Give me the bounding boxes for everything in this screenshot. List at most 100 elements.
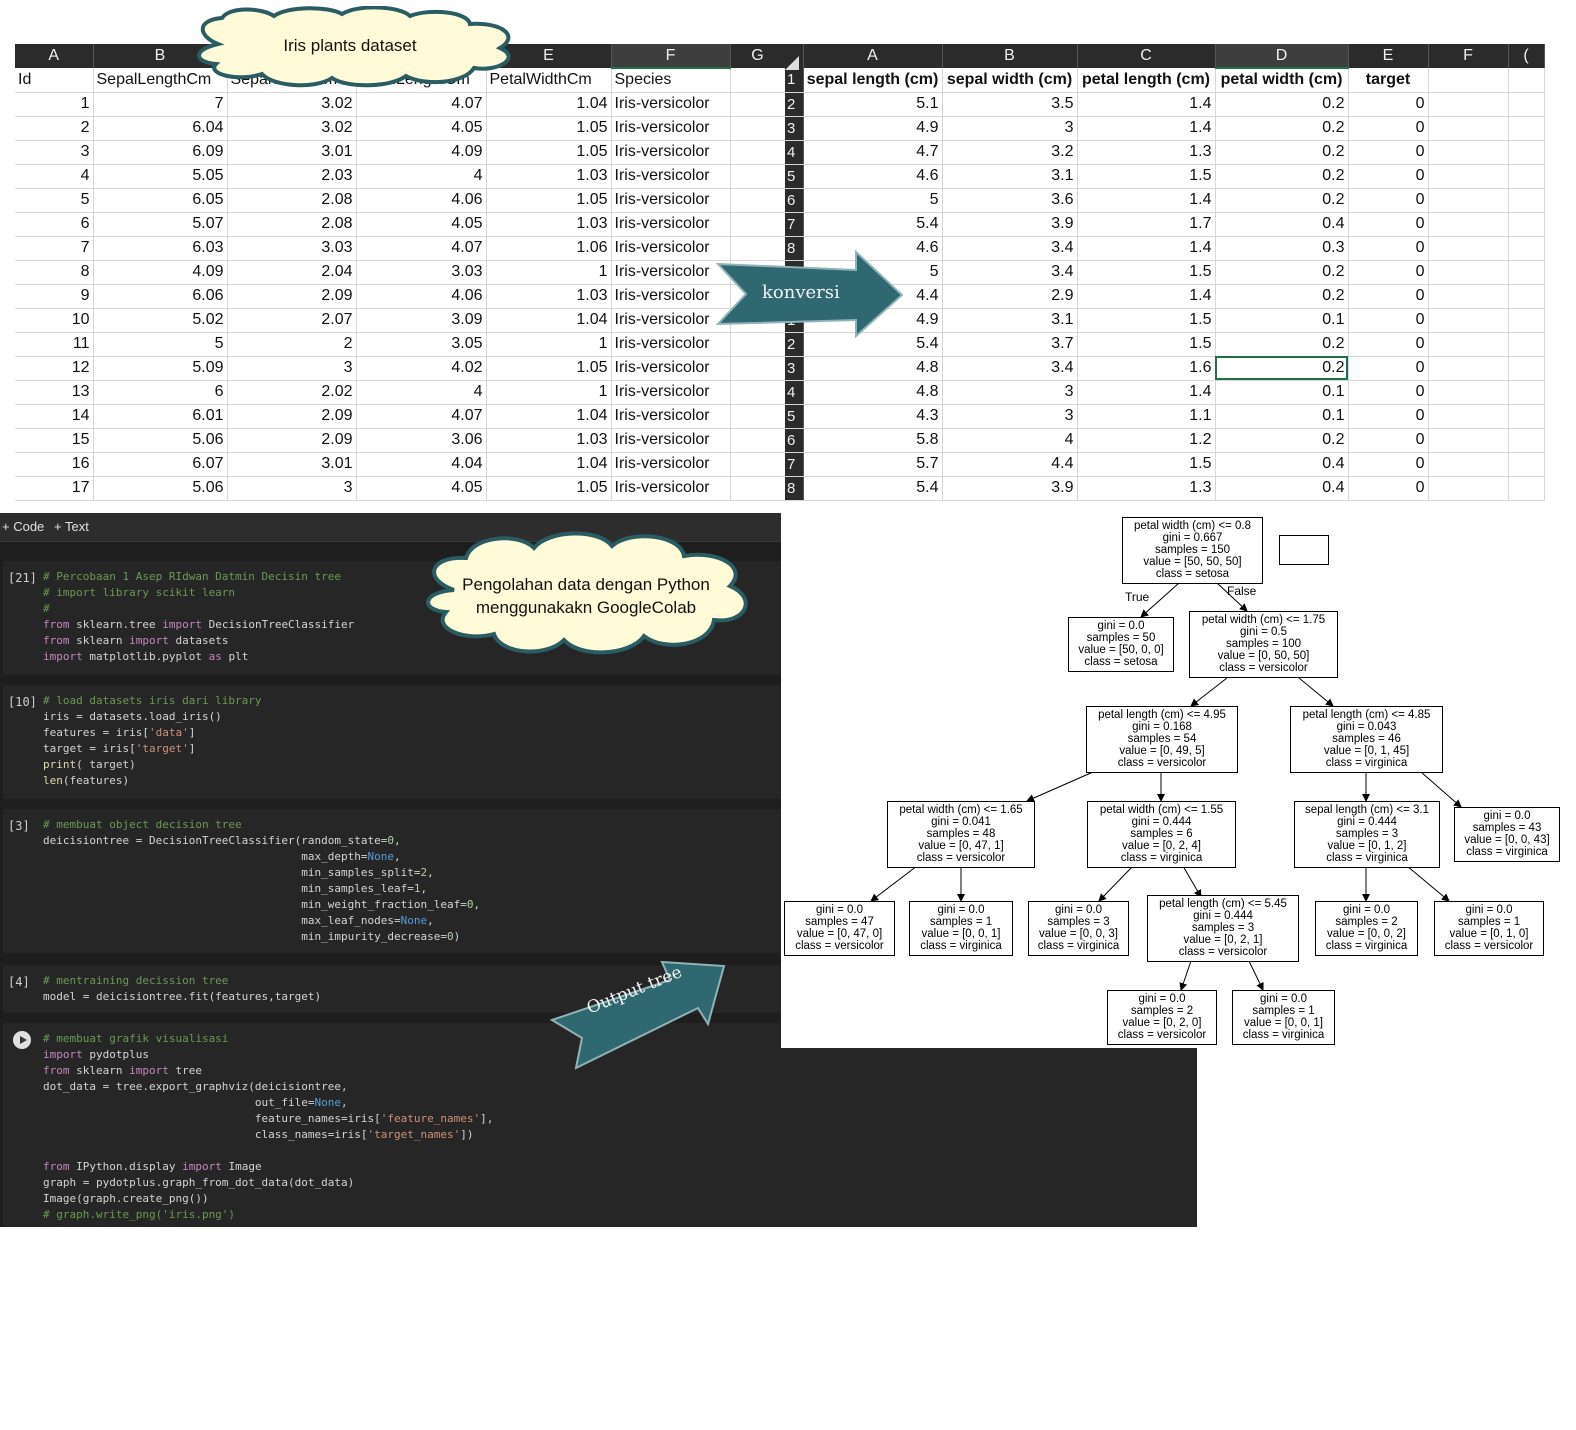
table-cell[interactable]: 2.03 [227, 164, 357, 189]
column-letter-header[interactable]: ( [1508, 44, 1545, 68]
table-cell[interactable]: Iris-versicolor [611, 284, 731, 309]
header-cell[interactable]: target [1348, 68, 1429, 93]
header-cell[interactable] [730, 68, 786, 93]
table-cell[interactable]: 5.4 [803, 212, 943, 237]
header-cell[interactable]: petal length (cm) [1077, 68, 1216, 93]
table-cell[interactable]: 17 [15, 476, 94, 501]
row-number[interactable]: 8 [785, 476, 804, 501]
table-cell[interactable]: Iris-versicolor [611, 428, 731, 453]
table-cell[interactable]: 4.07 [356, 404, 487, 429]
table-cell[interactable] [730, 188, 786, 213]
table-cell[interactable]: 1.03 [486, 212, 612, 237]
table-cell[interactable]: 7 [15, 236, 94, 261]
table-cell[interactable]: 2.09 [227, 428, 357, 453]
table-cell[interactable]: 3 [942, 380, 1078, 405]
table-cell[interactable]: 4.05 [356, 476, 487, 501]
table-cell[interactable] [730, 140, 786, 165]
column-letter-header[interactable]: A [803, 44, 943, 68]
table-cell[interactable] [730, 92, 786, 117]
table-cell[interactable]: 3.05 [356, 332, 487, 357]
table-cell[interactable]: 11 [15, 332, 94, 357]
table-cell[interactable]: 3.1 [942, 308, 1078, 333]
row-number[interactable]: 2 [785, 332, 804, 357]
table-cell[interactable] [1428, 140, 1509, 165]
table-cell[interactable]: 1.04 [486, 452, 612, 477]
table-cell[interactable]: 1.05 [486, 140, 612, 165]
table-cell[interactable]: 0.2 [1215, 140, 1349, 165]
table-cell[interactable]: 4.3 [803, 404, 943, 429]
table-cell[interactable]: 6.01 [93, 404, 228, 429]
table-cell[interactable]: 3.03 [356, 260, 487, 285]
table-cell[interactable]: 4.4 [942, 452, 1078, 477]
table-cell[interactable]: 0.2 [1215, 260, 1349, 285]
table-cell[interactable] [1428, 476, 1509, 501]
table-cell[interactable]: 1.6 [1077, 356, 1216, 381]
code-imports[interactable]: # Percobaan 1 Asep RIdwan Datmin Decisin… [43, 570, 355, 663]
table-cell[interactable]: 12 [15, 356, 94, 381]
table-cell[interactable]: 5.4 [803, 332, 943, 357]
table-cell[interactable]: 0.1 [1215, 308, 1349, 333]
select-all-corner[interactable] [785, 56, 799, 70]
table-cell[interactable]: 5.07 [93, 212, 228, 237]
table-cell[interactable] [1508, 68, 1545, 93]
table-cell[interactable] [730, 236, 786, 261]
table-cell[interactable]: 5.4 [803, 476, 943, 501]
code-training[interactable]: # mentraining decission tree model = dei… [43, 974, 322, 1003]
table-cell[interactable] [1508, 188, 1545, 213]
table-cell[interactable] [1428, 116, 1509, 141]
table-cell[interactable]: 2.9 [942, 284, 1078, 309]
table-cell[interactable]: 1.1 [1077, 404, 1216, 429]
table-cell[interactable]: 5.06 [93, 428, 228, 453]
table-cell[interactable]: 6.05 [93, 188, 228, 213]
table-cell[interactable]: 14 [15, 404, 94, 429]
row-number[interactable]: 5 [785, 404, 804, 429]
table-cell[interactable]: 0 [1348, 260, 1429, 285]
table-cell[interactable]: 5.7 [803, 452, 943, 477]
table-cell[interactable]: 1.04 [486, 308, 612, 333]
table-cell[interactable]: 1.4 [1077, 116, 1216, 141]
table-cell[interactable]: 6 [15, 212, 94, 237]
table-cell[interactable] [1508, 308, 1545, 333]
table-cell[interactable]: 4 [15, 164, 94, 189]
column-letter-header[interactable]: G [730, 44, 786, 68]
table-cell[interactable]: 3 [227, 476, 357, 501]
header-cell[interactable]: sepal length (cm) [803, 68, 943, 93]
table-cell[interactable]: 0 [1348, 236, 1429, 261]
table-cell[interactable] [1508, 116, 1545, 141]
table-cell[interactable]: 4.05 [356, 116, 487, 141]
table-cell[interactable] [1508, 332, 1545, 357]
table-cell[interactable]: 0 [1348, 356, 1429, 381]
table-cell[interactable]: 2.08 [227, 188, 357, 213]
table-cell[interactable]: 3 [942, 116, 1078, 141]
table-cell[interactable]: 1.4 [1077, 284, 1216, 309]
code-decision-tree[interactable]: # membuat object decision tree deicision… [43, 818, 481, 943]
table-cell[interactable]: 1.05 [486, 356, 612, 381]
row-number[interactable]: 2 [785, 92, 804, 117]
header-cell[interactable]: Id [15, 68, 94, 93]
table-cell[interactable]: 2.02 [227, 380, 357, 405]
table-cell[interactable]: 3.9 [942, 212, 1078, 237]
table-cell[interactable]: 0.4 [1215, 212, 1349, 237]
table-cell[interactable]: 1.03 [486, 428, 612, 453]
table-cell[interactable]: 2 [15, 116, 94, 141]
table-cell[interactable]: 1.04 [486, 404, 612, 429]
table-cell[interactable]: 4.09 [356, 140, 487, 165]
table-cell[interactable]: Iris-versicolor [611, 92, 731, 117]
table-cell[interactable]: Iris-versicolor [611, 332, 731, 357]
table-cell[interactable]: 0.2 [1215, 164, 1349, 189]
code-visualization[interactable]: # membuat grafik visualisasi import pydo… [43, 1032, 494, 1221]
table-cell[interactable]: 4.6 [803, 236, 943, 261]
table-cell[interactable]: 3.09 [356, 308, 487, 333]
table-cell[interactable]: 4.05 [356, 212, 487, 237]
add-code-button[interactable]: + Code [2, 519, 45, 534]
header-cell[interactable]: PetalWidthCm [486, 68, 612, 93]
table-cell[interactable] [1428, 68, 1509, 93]
table-cell[interactable]: 1.04 [486, 92, 612, 117]
column-letter-header[interactable]: E [1348, 44, 1429, 68]
table-cell[interactable]: 15 [15, 428, 94, 453]
row-number[interactable]: 6 [785, 188, 804, 213]
table-cell[interactable]: 7 [93, 92, 228, 117]
table-cell[interactable]: 5.8 [803, 428, 943, 453]
table-cell[interactable]: 4 [356, 164, 487, 189]
table-cell[interactable]: 4.09 [93, 260, 228, 285]
